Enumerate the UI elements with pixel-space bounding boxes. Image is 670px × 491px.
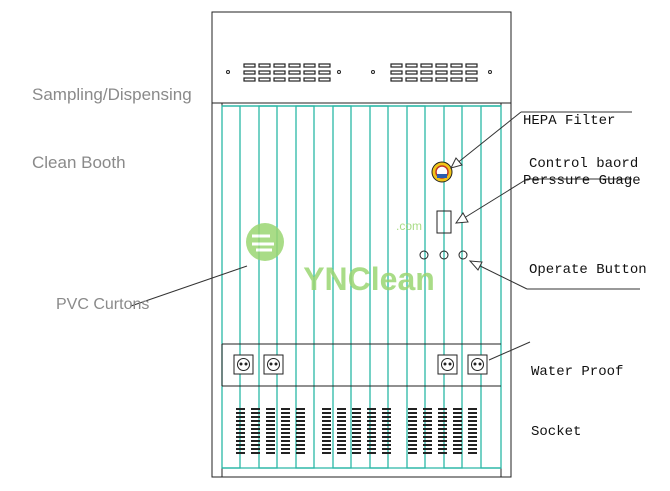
booth-header [211, 11, 512, 104]
watermark-logo [246, 223, 284, 261]
operate-button-label: Operate Button [529, 262, 647, 278]
socket-label: Water Proof Socket [531, 322, 623, 462]
socket-icon [437, 354, 458, 375]
button-icon [419, 250, 468, 260]
hepa-filter-label: HEPA Filter Perssure Guage [523, 71, 641, 211]
socket-label-line-1: Water Proof [531, 364, 624, 380]
title-line-2: Clean Booth [32, 153, 126, 172]
socket-icon [233, 354, 254, 375]
watermark-domain: .com [396, 219, 423, 233]
top-right-vent-grille [390, 63, 478, 82]
gauge-icon [431, 161, 453, 183]
socket-icon [467, 354, 488, 375]
socket-label-line-2: Socket [531, 424, 582, 440]
hepa-label-line-2: Perssure Guage [523, 173, 641, 189]
socket-icon [263, 354, 284, 375]
watermark-brand: YNClean [286, 224, 435, 298]
socket-panel [221, 343, 501, 387]
title-line-1: Sampling/Dispensing [32, 85, 192, 104]
top-left-vent-grille [243, 63, 331, 82]
watermark-brand-text: YNClean [303, 261, 435, 297]
pvc-curtain-label: PVC Curtons [56, 296, 150, 313]
callout-lines [130, 111, 640, 361]
header-screws [226, 70, 492, 74]
control-board-label: Control baord [529, 156, 639, 172]
booth-body [211, 102, 512, 478]
control-board [436, 210, 452, 234]
bottom-vent-grille [236, 408, 477, 454]
hepa-label-line-1: HEPA Filter [523, 113, 616, 129]
diagram-title: Sampling/Dispensing Clean Booth [32, 45, 192, 193]
